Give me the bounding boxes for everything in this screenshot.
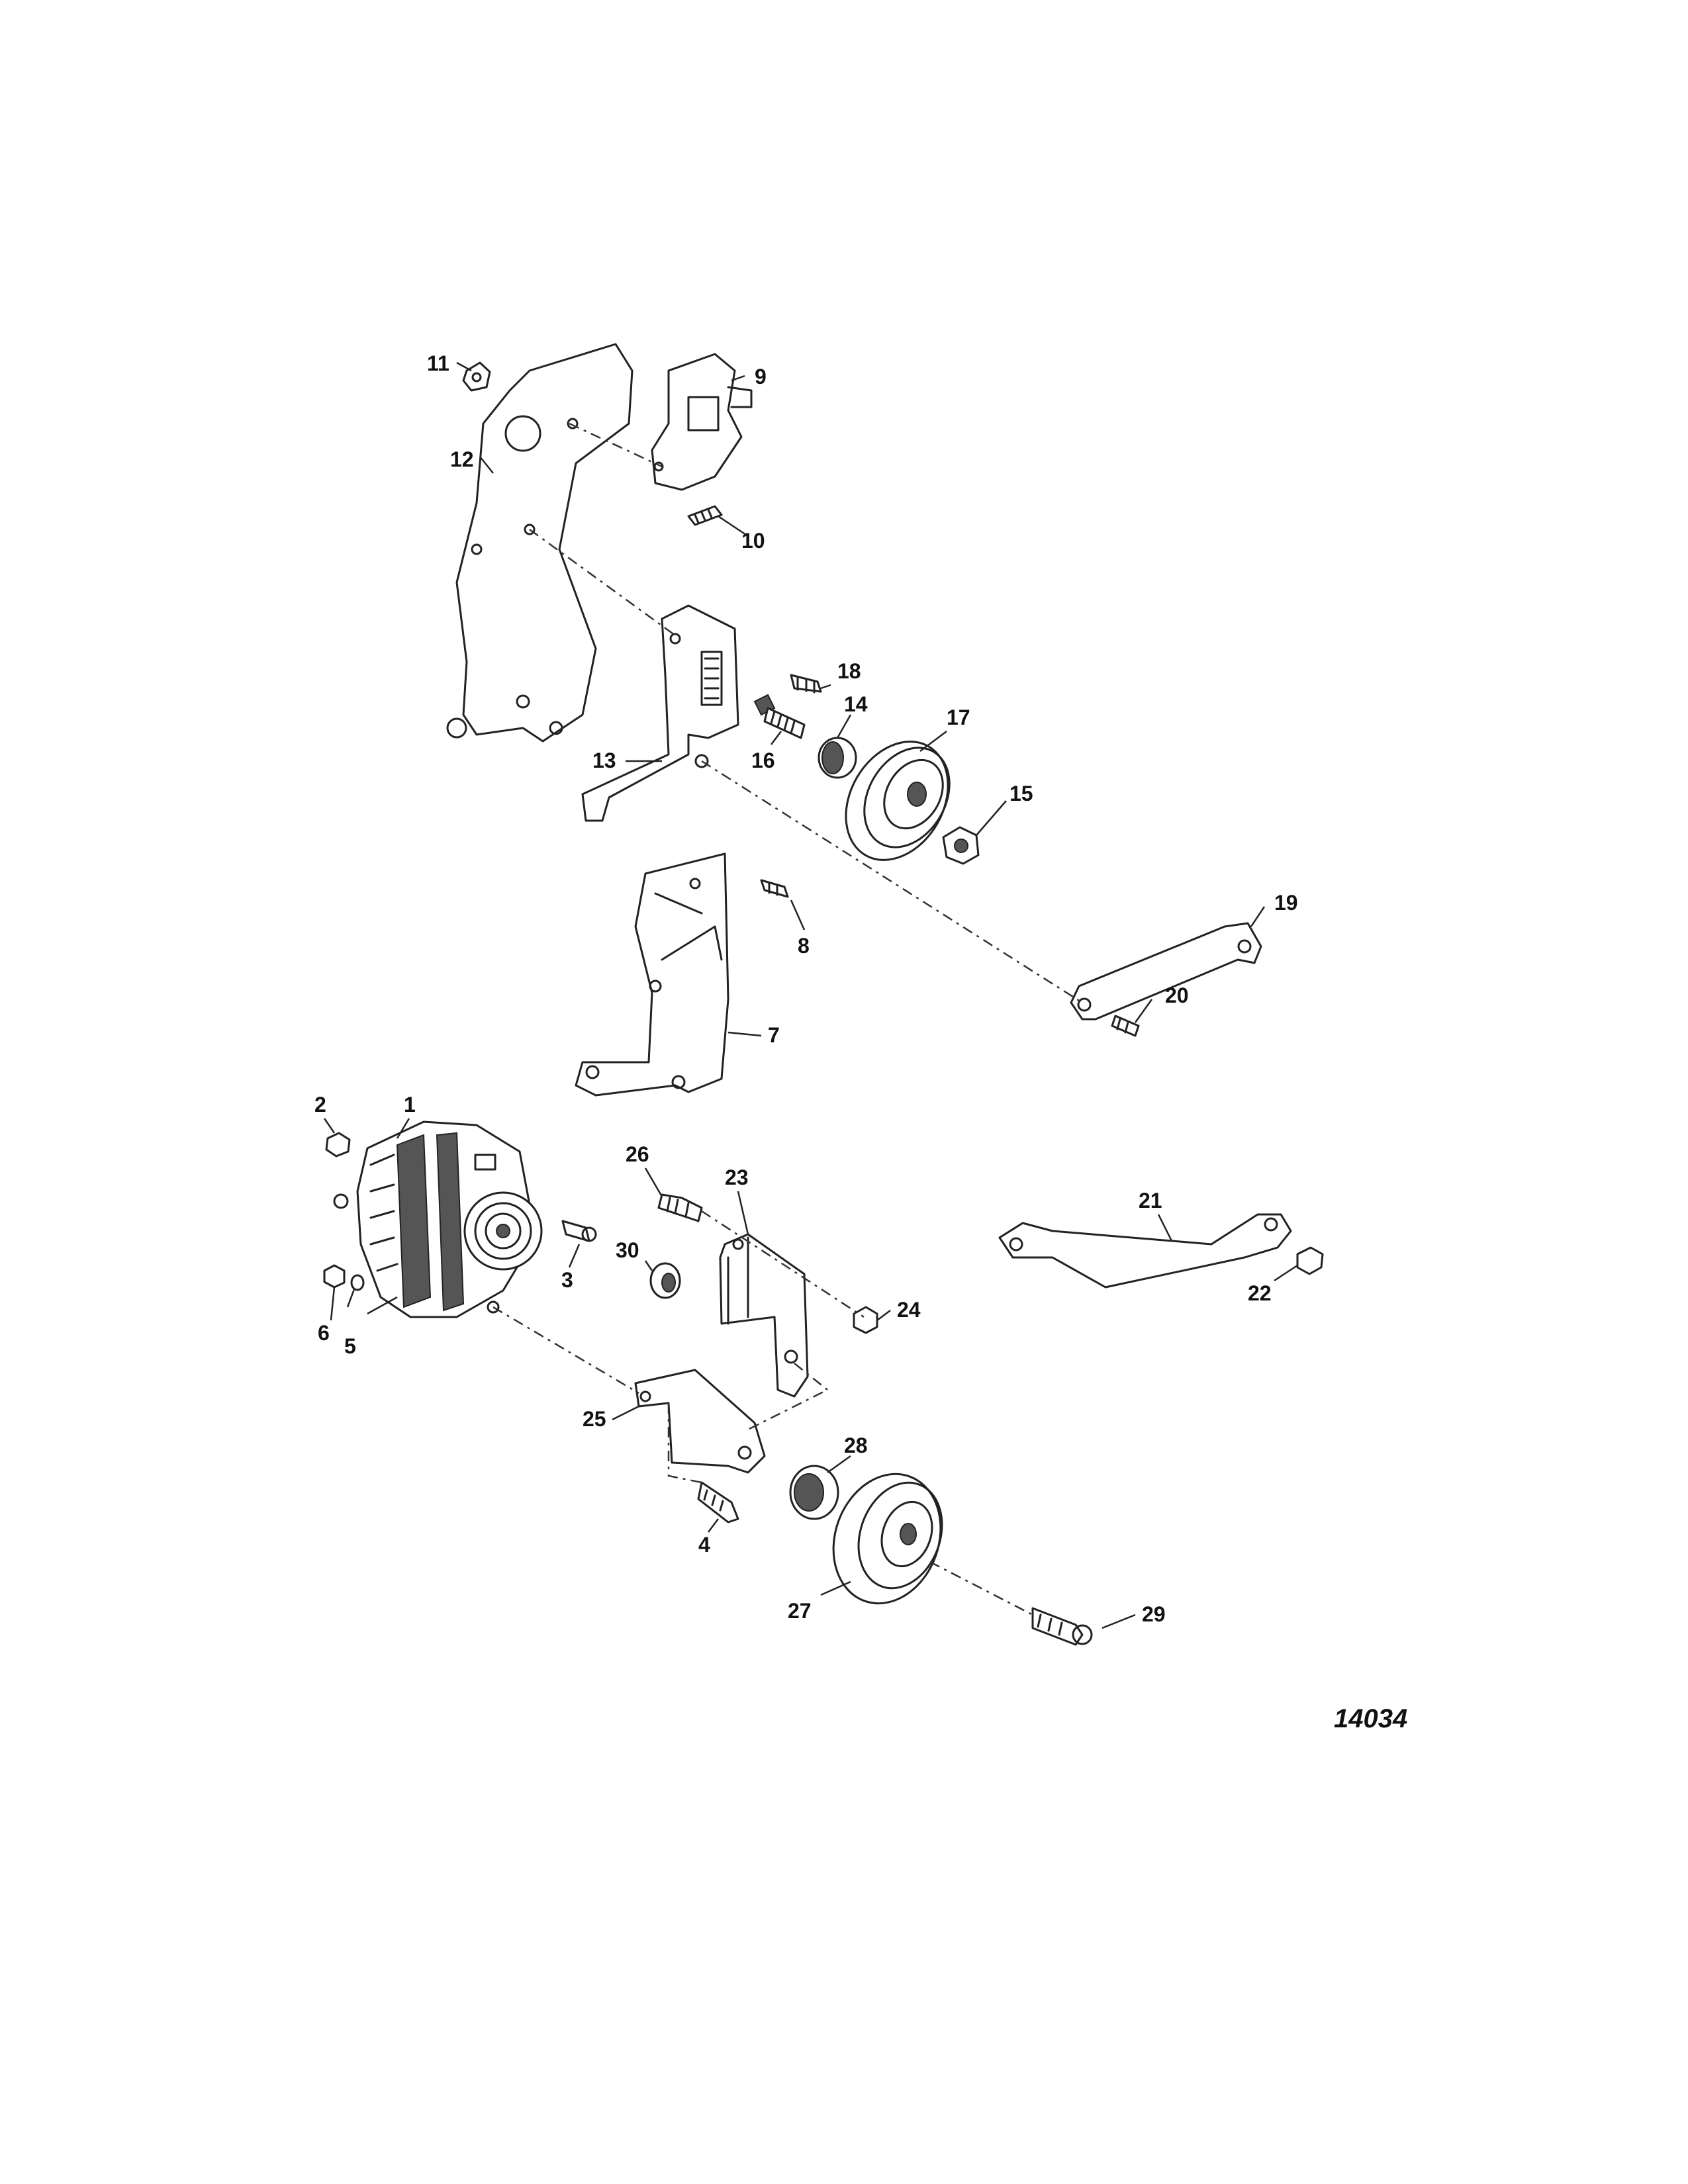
callout-24: 24 <box>897 1298 921 1322</box>
callout-2: 2 <box>314 1093 326 1116</box>
bolt-part-3 <box>561 1220 597 1242</box>
callout-19: 19 <box>1274 891 1298 915</box>
bracket-part-9 <box>651 353 753 491</box>
callout-27: 27 <box>788 1599 812 1623</box>
idler-pulley-part-17 <box>845 741 951 861</box>
figure-number: 14034 <box>1334 1704 1407 1733</box>
callout-28: 28 <box>844 1433 868 1457</box>
bolt-part-20 <box>1111 1015 1140 1037</box>
alignment-line <box>529 528 676 637</box>
nut-part-22 <box>1296 1246 1324 1275</box>
bolt-part-4 <box>697 1481 739 1524</box>
callout-1: 1 <box>404 1093 416 1116</box>
mounting-plate-part-12 <box>446 343 633 743</box>
bracket-part-23 <box>719 1233 809 1398</box>
alignment-line <box>701 1210 865 1318</box>
callout-16: 16 <box>751 749 775 772</box>
callout-5: 5 <box>344 1334 356 1358</box>
callout-8: 8 <box>798 934 810 958</box>
alignment-line <box>701 760 1083 1004</box>
alignment-line <box>929 1561 1033 1616</box>
callout-21: 21 <box>1139 1189 1162 1212</box>
bolt-part-10 <box>687 505 723 526</box>
hex-nut-part-15 <box>942 826 980 865</box>
callout-7: 7 <box>768 1023 780 1047</box>
callout-26: 26 <box>626 1142 649 1166</box>
callout-14: 14 <box>844 692 868 716</box>
callout-12: 12 <box>450 447 474 471</box>
callout-9: 9 <box>755 365 767 388</box>
idler-pulley-part-27 <box>832 1473 943 1605</box>
callout-3: 3 <box>561 1268 573 1292</box>
callout-20: 20 <box>1165 983 1189 1007</box>
callout-29: 29 <box>1142 1602 1166 1626</box>
callout-22: 22 <box>1248 1281 1272 1305</box>
callout-11: 11 <box>427 351 449 375</box>
nut-part-24 <box>853 1306 878 1334</box>
callout-labels: 11 9 12 10 18 14 17 16 13 15 19 8 20 7 1… <box>314 351 1298 1626</box>
callout-18: 18 <box>837 659 861 683</box>
support-bracket-part-7 <box>575 852 729 1097</box>
lower-bracket-part-25 <box>634 1369 766 1474</box>
spacer-part-28 <box>789 1465 839 1520</box>
callout-6: 6 <box>318 1321 330 1345</box>
callout-4: 4 <box>698 1533 710 1557</box>
callout-23: 23 <box>725 1165 749 1189</box>
callout-15: 15 <box>1009 782 1033 805</box>
callout-13: 13 <box>592 749 616 772</box>
alignment-line <box>747 1363 829 1431</box>
alignment-line <box>492 1306 639 1394</box>
brace-arm-part-21 <box>998 1213 1292 1289</box>
bolt-part-8 <box>760 879 789 898</box>
bolt-part-29 <box>1031 1607 1093 1646</box>
callout-leaders <box>323 361 1298 1629</box>
alignment-line <box>569 422 663 468</box>
nut-part-2 <box>325 1132 351 1158</box>
callout-30: 30 <box>616 1238 639 1262</box>
nut-part-6 <box>323 1264 346 1289</box>
bolt-part-11 <box>462 361 491 392</box>
callout-25: 25 <box>583 1407 606 1431</box>
callout-10: 10 <box>741 529 765 553</box>
stud-part-26 <box>657 1193 703 1222</box>
washer-part-5 <box>350 1274 365 1291</box>
brace-arm-part-19 <box>1070 922 1262 1021</box>
spacer-part-30 <box>649 1262 681 1299</box>
spacer-part-14 <box>818 737 857 779</box>
tensioner-bracket-part-13 <box>581 604 739 822</box>
alternator-part-1 <box>333 1120 543 1318</box>
bolt-part-18 <box>790 674 822 694</box>
callout-17: 17 <box>947 705 970 729</box>
alignment-line <box>667 1403 702 1484</box>
stud-part-16 <box>753 694 806 739</box>
